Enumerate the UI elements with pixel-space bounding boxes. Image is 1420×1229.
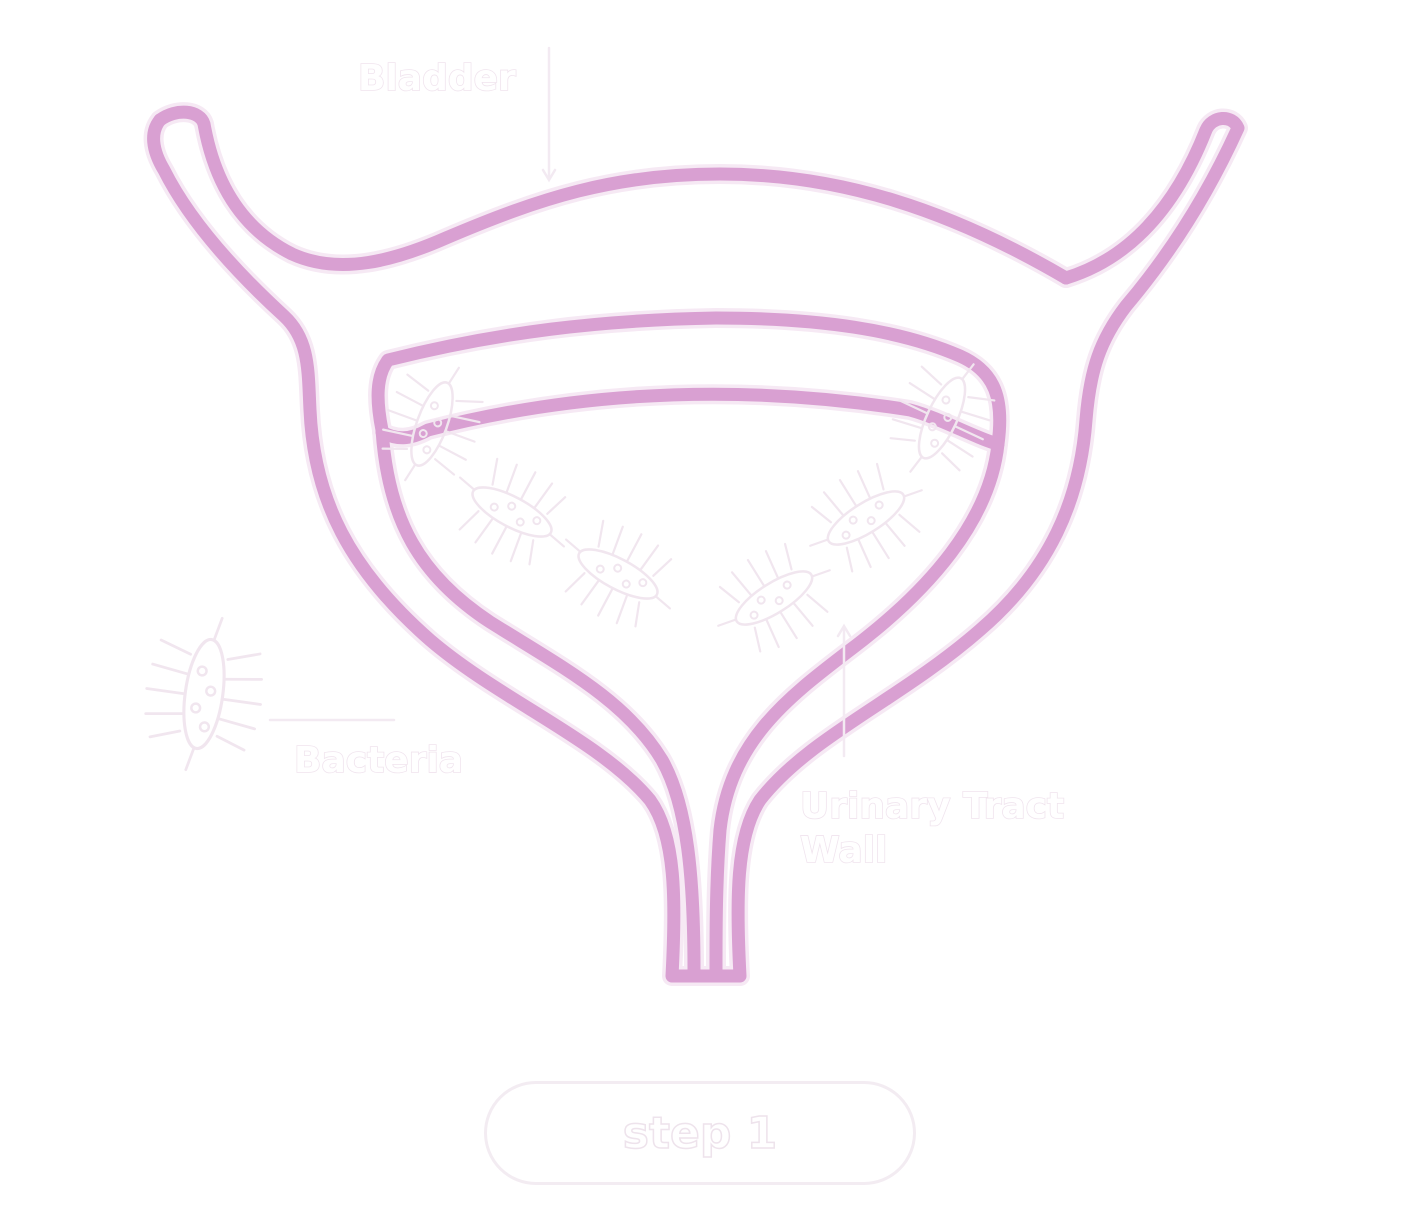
bacterium-icon xyxy=(434,441,590,583)
bladder-label: Bladder xyxy=(358,58,516,99)
step-button[interactable]: step 1 xyxy=(484,1081,916,1185)
bladder-pointer-arrowhead xyxy=(541,168,557,183)
wall-pointer-arrowhead xyxy=(836,623,852,638)
bacterium-icon xyxy=(787,444,945,592)
wall-label-line1: Urinary Tract xyxy=(800,786,1064,827)
bacterium-icon xyxy=(695,524,853,672)
legend-bacterium-icon xyxy=(134,607,274,781)
step-button-label: step 1 xyxy=(622,1107,778,1160)
bacteria-label: Bacteria xyxy=(294,740,463,781)
bacterium-icon xyxy=(540,503,696,645)
wall-label-line2: Wall xyxy=(800,830,887,871)
organ-glow xyxy=(154,112,1238,976)
